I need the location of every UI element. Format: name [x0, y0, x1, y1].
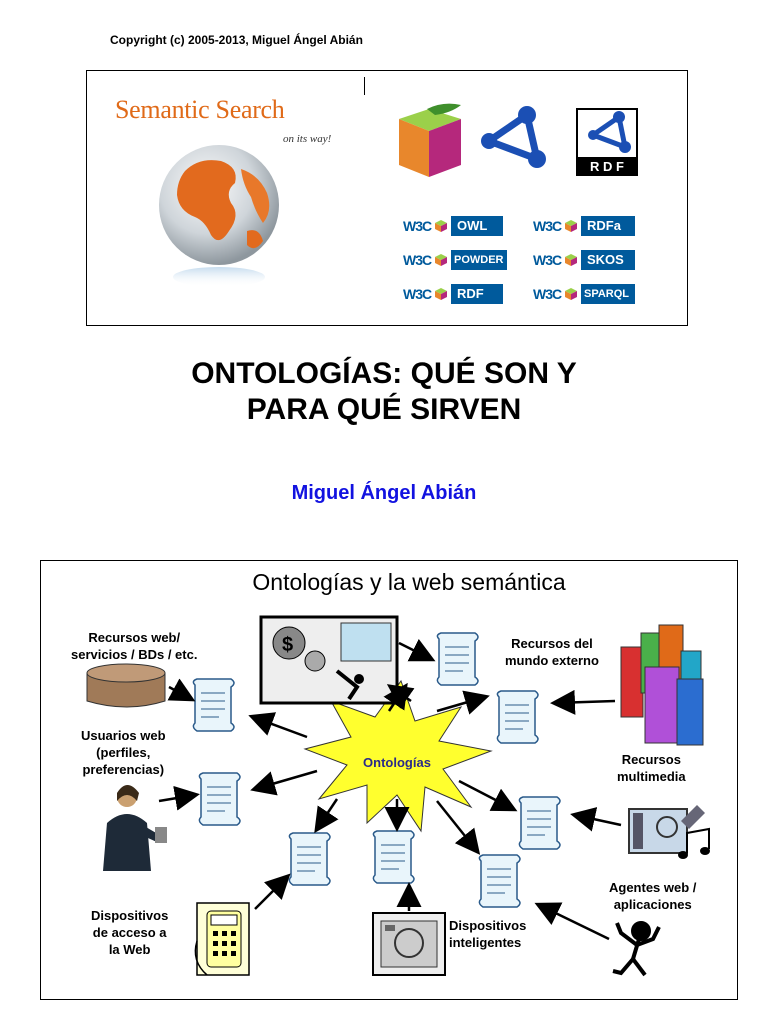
document-scroll-icon	[192, 678, 235, 732]
label-dispositivos-inteligentes: Dispositivos inteligentes	[449, 917, 526, 951]
semantic-web-logos: R D F	[399, 103, 638, 177]
w3c-powder-badge: W3C POWDER	[403, 249, 507, 271]
copyright-notice: Copyright (c) 2005-2013, Miguel Ángel Ab…	[110, 33, 363, 47]
label-line: mundo externo	[505, 653, 599, 668]
w3c-rdfa-badge: W3C RDFa	[533, 215, 635, 237]
label-recursos-mundo: Recursos del mundo externo	[505, 635, 599, 669]
w3c-skos-badge: W3C SKOS	[533, 249, 635, 271]
w3c-sparql-badge: W3C SPARQL	[533, 283, 635, 305]
label-agentes-web: Agentes web / aplicaciones	[609, 879, 696, 913]
w3c-mark: W3C	[403, 286, 432, 302]
ontologias-starburst	[303, 679, 493, 833]
w3c-cube-icon	[565, 220, 577, 232]
document-scroll-icon	[288, 832, 331, 886]
w3c-cube-icon	[435, 288, 447, 300]
document-scroll-icon	[436, 632, 479, 686]
w3c-cube-icon	[435, 220, 447, 232]
buildings-icon	[620, 624, 704, 746]
text-cursor-mark	[364, 77, 365, 95]
document-scroll-icon	[198, 772, 241, 826]
document-scroll-icon	[372, 830, 415, 884]
label-dispositivos-acceso: Dispositivos de acceso a la Web	[91, 907, 168, 958]
multimedia-icon	[628, 805, 710, 859]
w3c-mark: W3C	[403, 252, 432, 268]
document-title: ONTOLOGÍAS: QUÉ SON Y PARA QUÉ SIRVEN	[0, 356, 768, 428]
document-scroll-icon	[518, 796, 561, 850]
label-line: servicios / BDs / etc.	[71, 647, 198, 662]
document-scroll-icon	[496, 690, 539, 744]
svg-text:$: $	[282, 634, 293, 656]
badge-label: SKOS	[581, 250, 635, 270]
label-line: Dispositivos	[449, 918, 527, 933]
ontologias-label: Ontologías	[363, 755, 431, 770]
semantic-search-banner: Semantic Search on its way!	[86, 70, 688, 326]
document-scroll-icon	[478, 854, 521, 908]
w3c-cube-icon	[565, 288, 577, 300]
globe-icon	[159, 145, 279, 287]
finance-collage-icon: $	[259, 615, 399, 705]
rdf-graph-icon	[481, 106, 546, 168]
label-line: Recursos web/	[88, 630, 181, 645]
label-line: (perfiles,	[96, 745, 151, 760]
w3c-owl-badge: W3C OWL	[403, 215, 503, 237]
database-icon	[86, 663, 166, 708]
label-usuarios-web: Usuarios web (perfiles, preferencias)	[81, 727, 166, 778]
badge-label: RDFa	[581, 216, 635, 236]
label-recursos-web: Recursos web/ servicios / BDs / etc.	[71, 629, 197, 663]
semantic-search-subtitle: on its way!	[283, 133, 332, 145]
diagram-artwork: $	[86, 615, 710, 977]
label-line: Recursos	[621, 752, 681, 767]
semantic-web-cube-icon	[399, 103, 461, 177]
w3c-mark: W3C	[533, 218, 562, 234]
w3c-rdf-badge: W3C RDF	[403, 283, 503, 305]
label-line: Agentes web /	[609, 880, 697, 895]
w3c-mark: W3C	[533, 252, 562, 268]
semantic-search-title: Semantic Search	[115, 95, 285, 124]
w3c-mark: W3C	[403, 218, 432, 234]
label-line: Recursos del	[511, 636, 593, 651]
label-line: preferencias)	[82, 762, 165, 777]
label-line: Dispositivos	[91, 908, 169, 923]
label-line: la Web	[108, 942, 151, 957]
diagram-arrows	[158, 638, 622, 941]
w3c-cube-icon	[565, 254, 577, 266]
smart-appliance-icon	[372, 912, 446, 976]
document-title-line: ONTOLOGÍAS: QUÉ SON Y	[191, 357, 577, 390]
web-agent-figure-icon	[612, 921, 661, 977]
businesswoman-icon	[103, 785, 167, 871]
label-line: inteligentes	[449, 935, 522, 950]
rdf-logo-text: R D F	[590, 159, 624, 174]
document-author: Miguel Ángel Abián	[291, 482, 477, 504]
badge-label: SPARQL	[581, 284, 635, 304]
w3c-cube-icon	[435, 254, 447, 266]
badge-label: RDF	[451, 284, 503, 304]
document-title-line: PARA QUÉ SIRVEN	[246, 393, 522, 426]
label-line: multimedia	[617, 769, 686, 784]
label-line: Usuarios web	[81, 728, 166, 743]
label-line: de acceso a	[92, 925, 167, 940]
rdf-logo-icon: R D F	[576, 108, 638, 176]
diagram-title: Ontologías y la web semántica	[252, 569, 566, 595]
w3c-mark: W3C	[533, 286, 562, 302]
label-recursos-multimedia: Recursos multimedia	[617, 751, 686, 785]
badge-label: OWL	[451, 216, 503, 236]
ontology-diagram: Ontologías y la web semántica	[40, 560, 738, 1000]
calculator-hand-icon	[194, 902, 250, 976]
label-line: aplicaciones	[613, 897, 692, 912]
badge-label: POWDER	[451, 250, 507, 270]
